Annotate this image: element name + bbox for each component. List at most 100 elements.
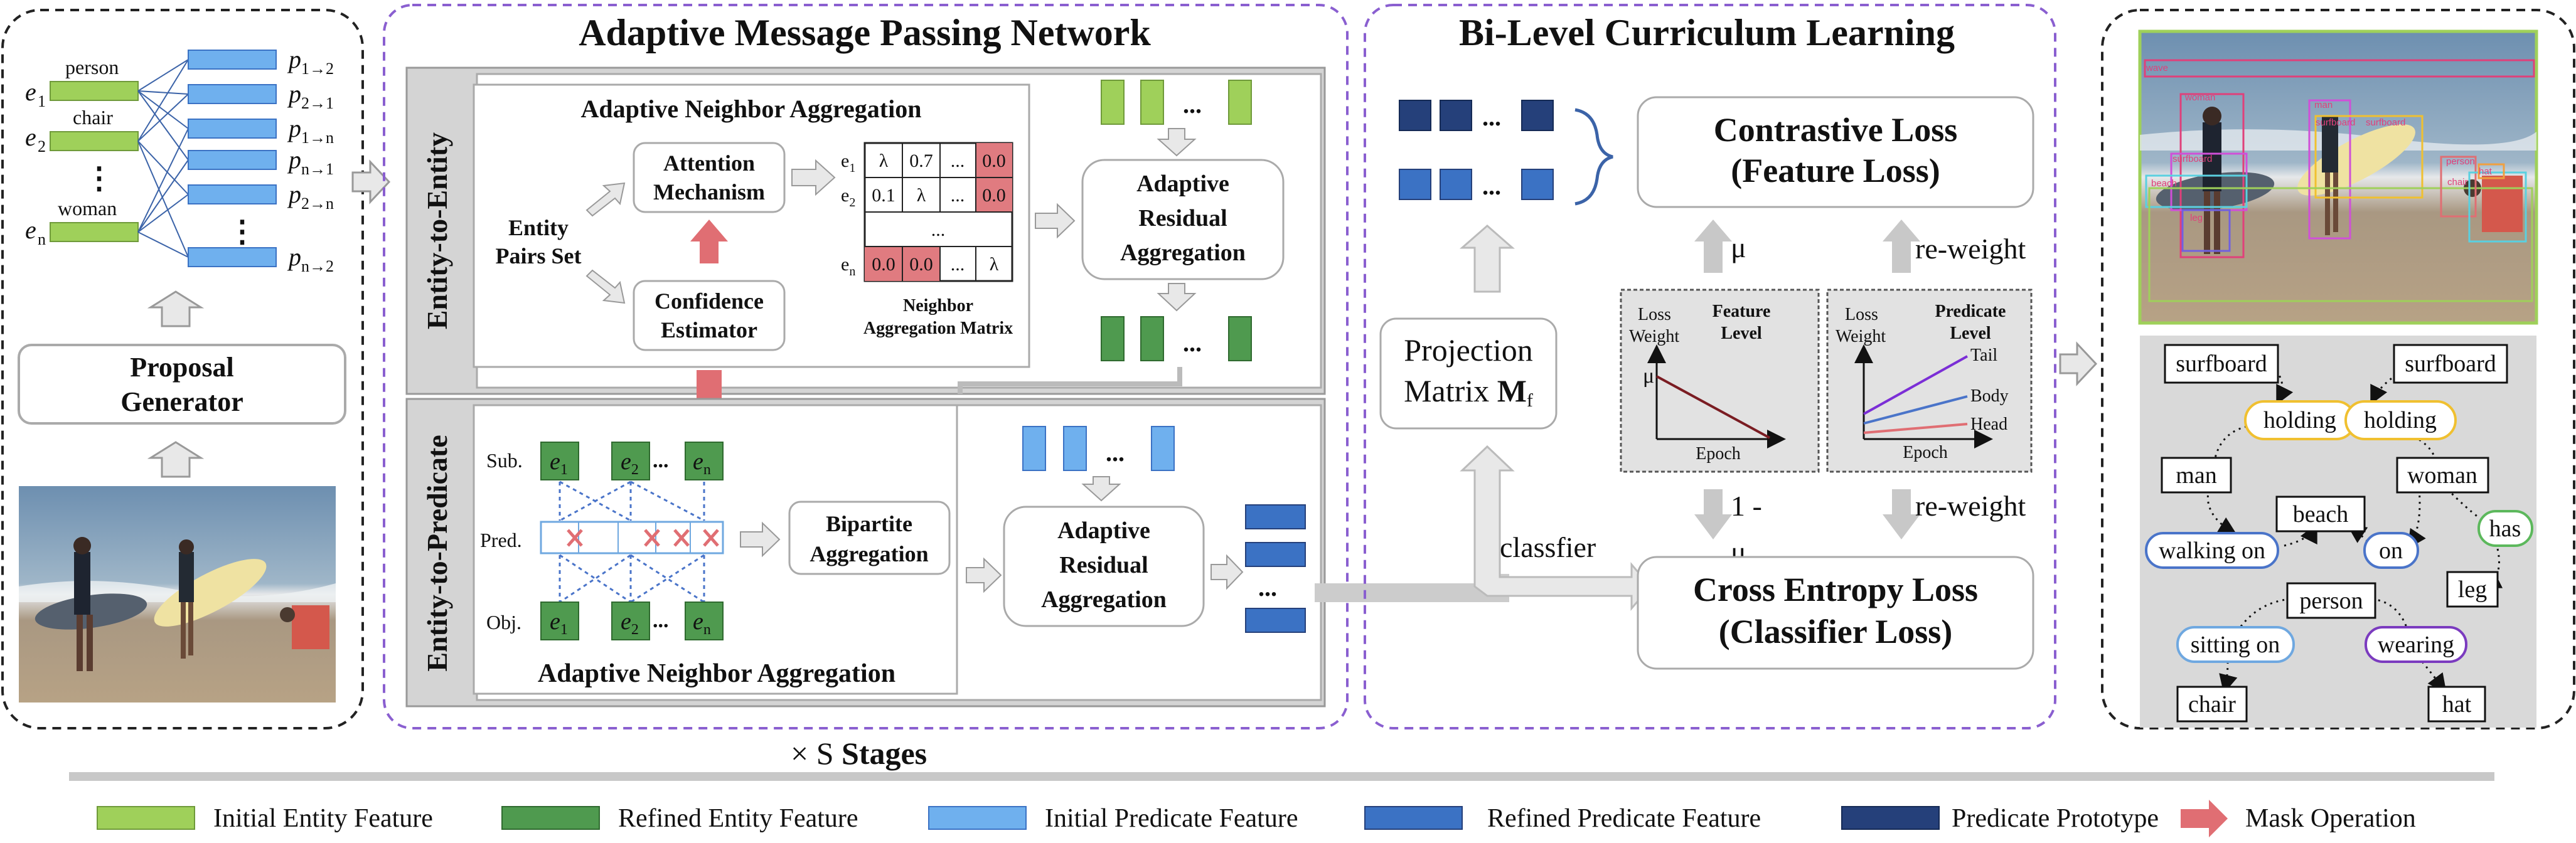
- stages-label: × S Stages: [791, 736, 927, 771]
- svg-text:surfboard: surfboard: [2172, 154, 2212, 164]
- svg-text:...: ...: [931, 220, 946, 240]
- svg-text:Loss: Loss: [1638, 305, 1671, 324]
- svg-text:...: ...: [1183, 90, 1202, 119]
- initial-entity-stack: [1101, 80, 1252, 125]
- svg-text:Refined Entity Feature: Refined Entity Feature: [618, 804, 858, 833]
- svg-text:...: ...: [1258, 573, 1277, 602]
- svg-text:en: en: [841, 254, 855, 278]
- svg-text:hat: hat: [2442, 691, 2472, 718]
- svg-text:Weight: Weight: [1836, 327, 1886, 346]
- svg-text:chair: chair: [2188, 691, 2236, 718]
- entity-label-chair: chair: [73, 106, 113, 129]
- mask-cross-icon: [567, 529, 719, 547]
- green-light-bar-icon: [97, 806, 195, 830]
- svg-text:holding: holding: [2364, 407, 2437, 433]
- ampn-title: Adaptive Message Passing Network: [579, 12, 1151, 53]
- confidence-estimator-box: [633, 280, 786, 351]
- svg-text:Aggregation: Aggregation: [810, 541, 928, 566]
- red-arrow-icon: [2181, 800, 2228, 837]
- svg-text:1: 1: [38, 92, 46, 110]
- svg-text:e2: e2: [621, 608, 639, 638]
- svg-text:Proposal: Proposal: [130, 352, 233, 383]
- svg-text:Tail: Tail: [1970, 346, 1997, 365]
- legend-initial-entity: Initial Entity Feature: [97, 804, 433, 833]
- green-dark-bar-icon: [501, 806, 600, 830]
- svg-text:n: n: [38, 230, 46, 248]
- blcl-title: Bi-Level Curriculum Learning: [1459, 12, 1955, 53]
- sg-pred-on: [2363, 532, 2419, 569]
- svg-text:surfboard: surfboard: [2405, 351, 2496, 377]
- svg-text:Weight: Weight: [1629, 327, 1679, 346]
- sg-node-beach: [2275, 496, 2366, 533]
- blue-light-bar-icon: [928, 806, 1027, 830]
- svg-text:e2: e2: [841, 185, 855, 209]
- svg-text:Level: Level: [1950, 324, 1991, 343]
- svg-text:Aggregation: Aggregation: [1041, 586, 1167, 613]
- svg-text:Pred.: Pred.: [480, 529, 522, 551]
- svg-text:...: ...: [1183, 329, 1202, 357]
- svg-text:0.0: 0.0: [982, 151, 1006, 171]
- sg-node-surfboard-2: [2393, 344, 2508, 384]
- svg-text:Projection: Projection: [1404, 332, 1533, 368]
- neighbor-aggregation-matrix: λ 0.7 ... 0.0 0.1 λ ... 0.0 ... 0.0 0.0 …: [841, 142, 1013, 282]
- sg-pred-has: [2477, 510, 2533, 547]
- svg-text:Predicate Prototype: Predicate Prototype: [1952, 804, 2159, 833]
- svg-text:leg: leg: [2458, 576, 2487, 603]
- svg-text:Mask Operation: Mask Operation: [2245, 804, 2416, 833]
- entity-en: e: [25, 216, 36, 244]
- svg-text:Epoch: Epoch: [1696, 444, 1741, 464]
- svg-text:Loss: Loss: [1845, 305, 1878, 324]
- svg-text:0.1: 0.1: [872, 185, 895, 206]
- svg-text:Predicate: Predicate: [1935, 302, 2006, 321]
- svg-text:λ: λ: [990, 254, 999, 275]
- scene-graph-nodes: surfboard surfboard holding holding man …: [2145, 344, 2533, 723]
- refined-entity-stack: [1101, 316, 1252, 361]
- cross-entropy-loss-box: [1637, 556, 2034, 670]
- svg-text:surfboard: surfboard: [2366, 117, 2405, 128]
- sg-node-person: [2286, 582, 2376, 619]
- svg-text:...: ...: [1106, 438, 1125, 467]
- sg-node-woman: [2396, 457, 2489, 494]
- contrastive-loss-box: [1637, 96, 2034, 208]
- svg-text:e1: e1: [841, 151, 855, 175]
- svg-text:holding: holding: [2263, 407, 2336, 433]
- output-panel: wave woman man surfboard surfboard surfb…: [2101, 9, 2575, 729]
- svg-text:wave: wave: [2146, 63, 2168, 73]
- predicate-labels: p1→2 p2→1 p1→n pn→1 p2→n pn→2: [287, 45, 334, 275]
- legend-refined-entity: Refined Entity Feature: [501, 804, 858, 833]
- svg-text:...: ...: [653, 609, 669, 632]
- svg-text:Entity: Entity: [508, 215, 569, 240]
- svg-text:man: man: [2314, 100, 2333, 110]
- svg-text:e2: e2: [621, 448, 639, 478]
- svg-text:...: ...: [951, 185, 965, 206]
- svg-text:wearing: wearing: [2378, 632, 2454, 658]
- svg-text:Pairs Set: Pairs Set: [496, 243, 582, 268]
- svg-text:p2→1: p2→1: [287, 80, 334, 112]
- input-image: [19, 486, 336, 702]
- svg-text:walking on: walking on: [2159, 538, 2265, 564]
- svg-text:Residual: Residual: [1059, 552, 1148, 578]
- svg-text:...: ...: [951, 254, 965, 275]
- svg-text:Attention: Attention: [663, 151, 755, 176]
- svg-text:(Feature Loss): (Feature Loss): [1731, 152, 1940, 189]
- svg-text:Generator: Generator: [120, 386, 243, 417]
- entity-e1: e: [25, 78, 36, 106]
- adaptive-residual-aggregation-e2p: [1003, 506, 1205, 627]
- svg-text:re-weight: re-weight: [1915, 490, 2026, 522]
- classifier-label: classfier: [1500, 531, 1596, 563]
- svg-text:0.7: 0.7: [909, 151, 933, 171]
- svg-text:surfboard: surfboard: [2176, 351, 2267, 377]
- right-arrow-icon: [2059, 341, 2098, 386]
- svg-text:p2→n: p2→n: [287, 180, 334, 213]
- svg-text:sitting on: sitting on: [2191, 632, 2280, 658]
- svg-text:λ: λ: [917, 185, 926, 206]
- navy-bar-icon: [1841, 806, 1940, 830]
- sg-node-man: [2161, 457, 2232, 494]
- ampn-panel: Adaptive Message Passing Network Entity-…: [383, 4, 1349, 771]
- sg-pred-wearing: [2365, 626, 2467, 663]
- bipartite-aggregation-box: [788, 501, 951, 575]
- svg-text:e1: e1: [550, 448, 568, 478]
- svg-text:μ: μ: [1731, 231, 1746, 263]
- entity-dots: ⋮: [84, 162, 114, 195]
- svg-text:Aggregation: Aggregation: [1120, 240, 1246, 266]
